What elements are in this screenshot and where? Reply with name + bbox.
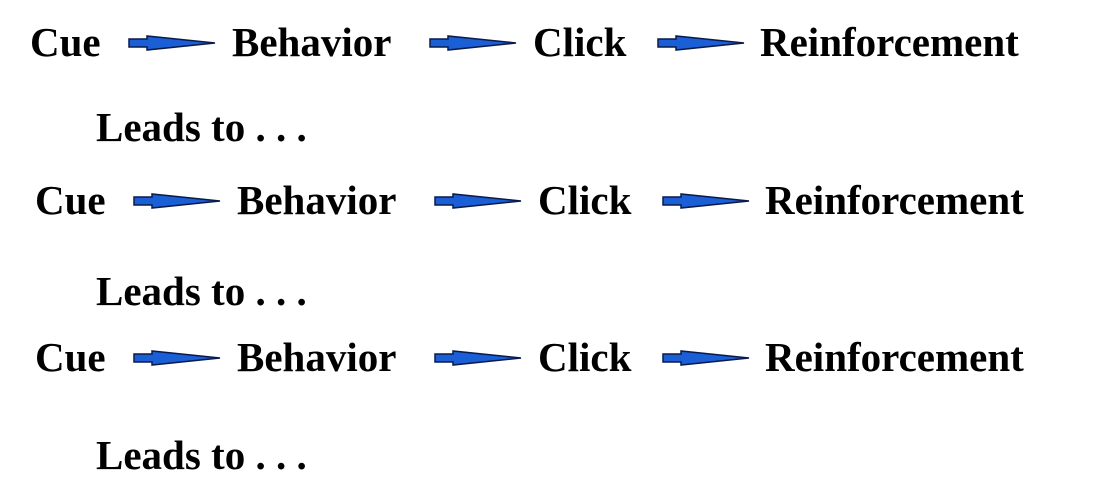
right-arrow-icon [657,35,745,51]
cue-label: Cue [35,334,106,380]
right-arrow-icon [662,193,750,209]
behavior-label: Behavior [232,19,392,65]
behavior-label: Behavior [237,334,397,380]
click-label: Click [533,19,627,65]
right-arrow-icon [429,35,517,51]
reinforcement-label: Reinforcement [760,19,1019,65]
cue-label: Cue [35,177,106,223]
reinforcement-label: Reinforcement [765,177,1024,223]
click-label: Click [538,177,632,223]
cue-label: Cue [30,19,101,65]
right-arrow-icon [434,350,522,366]
right-arrow-icon [133,350,221,366]
behavior-label: Behavior [237,177,397,223]
click-label: Click [538,334,632,380]
right-arrow-icon [434,193,522,209]
leads-to-label: Leads to . . . [96,432,307,478]
leads-to-label: Leads to . . . [96,104,307,150]
reinforcement-label: Reinforcement [765,334,1024,380]
right-arrow-icon [128,35,216,51]
right-arrow-icon [662,350,750,366]
leads-to-label: Leads to . . . [96,268,307,314]
right-arrow-icon [133,193,221,209]
